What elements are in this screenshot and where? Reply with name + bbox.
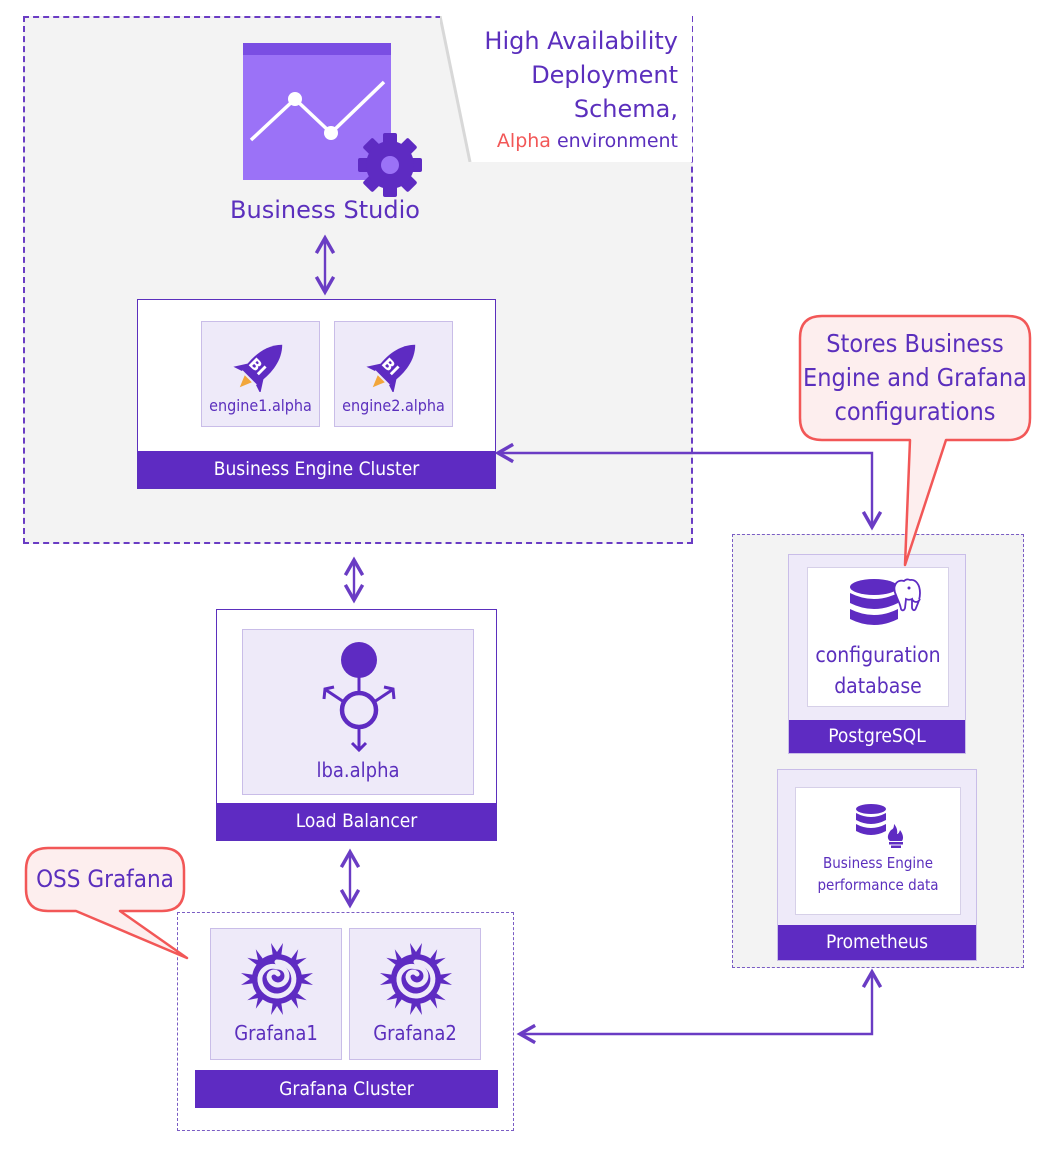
- prometheus-label: Prometheus: [778, 925, 976, 960]
- grafana-icon: [241, 943, 313, 1015]
- environment-name: Alpha: [496, 130, 551, 152]
- diagram-title: High Availability Deployment Schema, Alp…: [484, 27, 678, 152]
- load-balancer-label: Load Balancer: [217, 803, 496, 840]
- engine-node-2: BI engine2.alpha: [334, 321, 453, 427]
- grafana-node-1: Grafana1: [210, 928, 342, 1060]
- load-balancer: lba.alpha Load Balancer: [216, 609, 497, 841]
- database-flame-icon: [856, 804, 904, 848]
- engine-node-1: BI engine1.alpha: [201, 321, 320, 427]
- engine-cluster-label: Business Engine Cluster: [138, 451, 495, 488]
- postgres-node: configuration database: [807, 567, 949, 707]
- database-elephant-icon: [850, 578, 921, 625]
- rocket-bi-icon: BI: [233, 344, 283, 392]
- stores-callout-text: Stores Business Engine and Grafana confi…: [803, 329, 1027, 426]
- grafana-cluster: Grafana1 Grafana2 Grafana Cluster: [195, 928, 498, 1110]
- grafana-cluster-label: Grafana Cluster: [195, 1070, 498, 1108]
- oss-callout-bubble: [24, 846, 189, 960]
- postgres-label: PostgreSQL: [789, 720, 965, 753]
- engine-postgres-arrow: [494, 442, 883, 531]
- title-note: High Availability Deployment Schema, Alp…: [440, 16, 692, 162]
- prometheus-node: Business Engine performance data: [795, 787, 961, 915]
- postgres-box: configuration database PostgreSQL: [788, 554, 966, 754]
- engine-cluster: BI engine1.alpha BI engine2.alpha Busine…: [137, 299, 496, 489]
- grafana-icon: [380, 943, 452, 1015]
- grafana-prometheus-arrow: [516, 968, 883, 1045]
- stores-callout-bubble: [798, 314, 1032, 567]
- prometheus-box: Business Engine performance data Prometh…: [777, 769, 977, 961]
- oss-callout-text: OSS Grafana: [36, 865, 174, 893]
- chart-gear-icon: [243, 43, 422, 197]
- rocket-bi-icon: BI: [366, 344, 416, 392]
- lb-node: lba.alpha: [242, 629, 474, 795]
- load-balancer-icon: [322, 642, 396, 753]
- grafana-node-2: Grafana2: [349, 928, 481, 1060]
- business-studio-label: Business Studio: [230, 196, 420, 224]
